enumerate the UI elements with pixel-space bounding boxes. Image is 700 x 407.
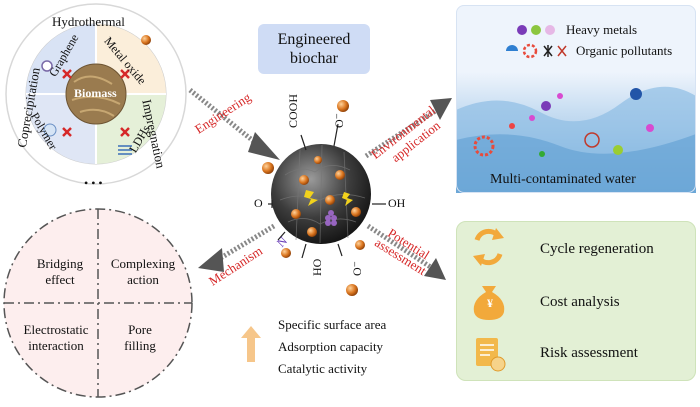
currency-symbol: ¥ [487,296,493,310]
property-catalytic-activity: Catalytic activity [278,361,368,376]
arrow-environmental-application [364,98,452,159]
mechanism-electrostatic-interaction: Electrostatic interaction [23,322,89,353]
up-arrow-icon [241,326,261,362]
cross-icon [62,69,130,137]
property-adsorption-capacity: Adsorption capacity [278,339,384,354]
group-o-minus-bottom: O⁻ [350,261,364,276]
mechanism-wheel [3,208,193,398]
group-o-left: O [254,196,263,210]
water-panel [456,5,696,193]
arrow-potential-assessment [366,223,446,280]
assessment-panel [456,221,696,381]
assessment-cycle-regeneration: Cycle regeneration [540,241,654,257]
group-cooh: COOH [286,93,300,128]
assessment-risk-assessment: Risk assessment [540,345,638,361]
arrow-mechanism [198,223,276,272]
document-shield-icon [476,338,506,372]
assessment-cost-analysis: Cost analysis [540,294,620,310]
legend-organic-pollutants: Organic pollutants [576,43,673,58]
mechanism-pore-filling: Pore filling [124,322,156,353]
title-line-2: biochar [290,50,338,67]
legend-heavy-metals: Heavy metals [566,22,638,37]
metal-particle [355,240,365,250]
water-scene [456,72,696,193]
biochar-sphere [271,144,371,244]
group-o-minus-top: O⁻ [332,113,346,128]
metal-particle [262,162,274,174]
outer-label-hydrothermal: Hydrothermal [52,14,125,29]
biomass-label: Biomass [74,86,117,100]
cycle-regeneration-icon [473,228,504,266]
money-bag-icon [473,286,505,320]
synthesis-wheel [5,3,187,185]
title-box: Engineered biochar [258,24,370,74]
metal-particle [281,248,291,258]
metal-particle [337,100,349,112]
arrow-engineering [188,88,280,160]
bond-lines [268,123,386,259]
heavy-metals-icon [517,25,555,35]
organic-pollutants-icon [506,43,567,59]
more-indicator: • • • [84,176,103,190]
metal-particle [346,284,358,296]
mechanism-complexing-action: Complexing action [110,256,176,287]
group-oh-right: OH [388,196,406,210]
mechanism-bridging-effect: Bridging effect [36,256,84,287]
properties-list: Specific surface area Adsorption capacit… [278,314,386,380]
group-ho-bottom: HO [310,258,324,276]
property-specific-surface-area: Specific surface area [278,317,387,332]
water-caption: Multi-contaminated water [490,172,636,187]
title-line-1: Engineered [277,31,351,48]
